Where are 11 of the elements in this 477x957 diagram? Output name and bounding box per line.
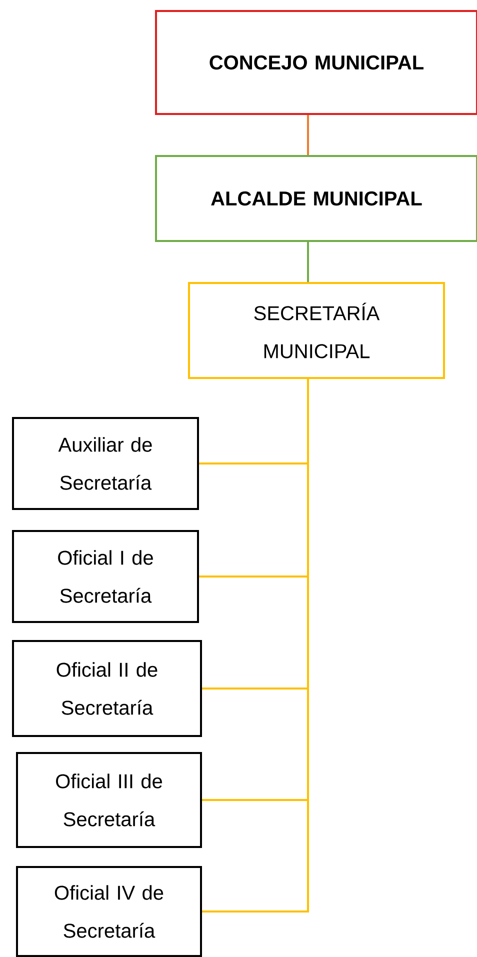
connector-line xyxy=(307,115,309,155)
secretary-box: SECRETARÍA MUNICIPAL xyxy=(188,282,445,379)
staff-box: Oficial II de Secretaría xyxy=(12,640,202,737)
staff-box: Oficial I de Secretaría xyxy=(12,530,199,623)
staff-box: Auxiliar de Secretaría xyxy=(12,417,199,510)
staff-box: Oficial IV de Secretaría xyxy=(16,866,202,957)
governing-body-box: CONCEJO MUNICIPAL xyxy=(155,10,477,115)
connector-line xyxy=(202,379,309,912)
connector-line xyxy=(307,242,309,282)
mayor-box: ALCALDE MUNICIPAL xyxy=(155,155,477,242)
staff-box: Oficial III de Secretaría xyxy=(16,752,202,848)
